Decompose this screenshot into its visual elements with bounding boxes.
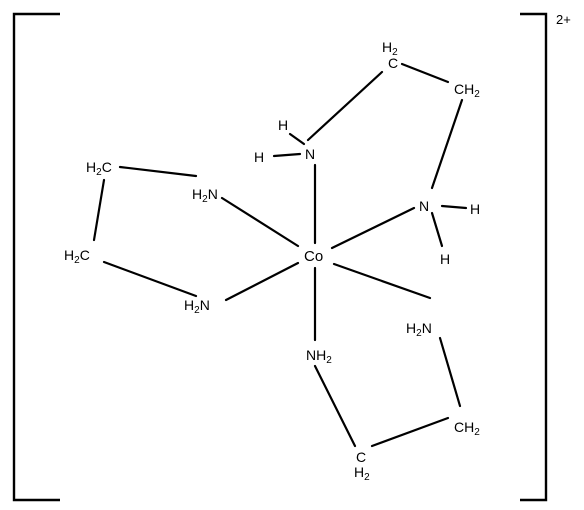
bond-right-n-h-right <box>440 204 468 210</box>
left-bracket <box>12 12 60 502</box>
atom-right-n2: H2N <box>406 320 432 339</box>
bond-left-c1-left-c2 <box>92 178 106 242</box>
bond-co-left-n2 <box>224 261 300 302</box>
atom-bottom-c: C <box>356 449 366 465</box>
bond-co-left-n1 <box>220 196 300 248</box>
bond-left-c2-left-n2 <box>102 260 198 298</box>
bond-top-c-top-ch2 <box>400 62 450 84</box>
atom-top-n: N <box>305 146 315 162</box>
bond-co-right-n <box>330 206 416 250</box>
bond-bottom-ch2-right-n2 <box>438 336 462 408</box>
atom-left-c2: H2C <box>64 247 90 266</box>
atom-right-h-right: H <box>470 201 480 217</box>
atom-top-h-upper: H <box>278 117 288 133</box>
atom-top-ch2: CH2 <box>454 81 480 100</box>
charge-label: 2+ <box>556 12 571 27</box>
atom-left-n2: H2N <box>184 297 210 316</box>
atom-right-n: N <box>419 198 429 214</box>
bond-bottom-c-bottom-ch2 <box>370 416 450 448</box>
bond-right-n-h-lower <box>430 211 444 248</box>
bond-top-n-h-upper <box>288 132 306 146</box>
atom-top-h-left: H <box>254 149 264 165</box>
bond-bottom-n-bottom-c <box>313 364 357 448</box>
atom-left-c1: H2C <box>86 159 112 178</box>
atom-right-h-lower: H <box>440 251 450 267</box>
right-bracket <box>520 12 548 502</box>
bond-top-ch2-right-n <box>430 98 464 190</box>
atom-bottom-n: NH2 <box>306 347 332 366</box>
atom-bottom-ch2: CH2 <box>454 419 480 438</box>
metal-co-label: Co <box>304 248 323 265</box>
bond-top-n-h-left <box>272 152 302 158</box>
bond-co-right-n2 <box>332 262 432 300</box>
atom-left-n1: H2N <box>192 186 218 205</box>
atom-bottom-c-h2: H2 <box>354 464 370 483</box>
bond-left-c1-left-n1 <box>118 165 198 178</box>
bond-top-n-top-c <box>306 70 384 142</box>
